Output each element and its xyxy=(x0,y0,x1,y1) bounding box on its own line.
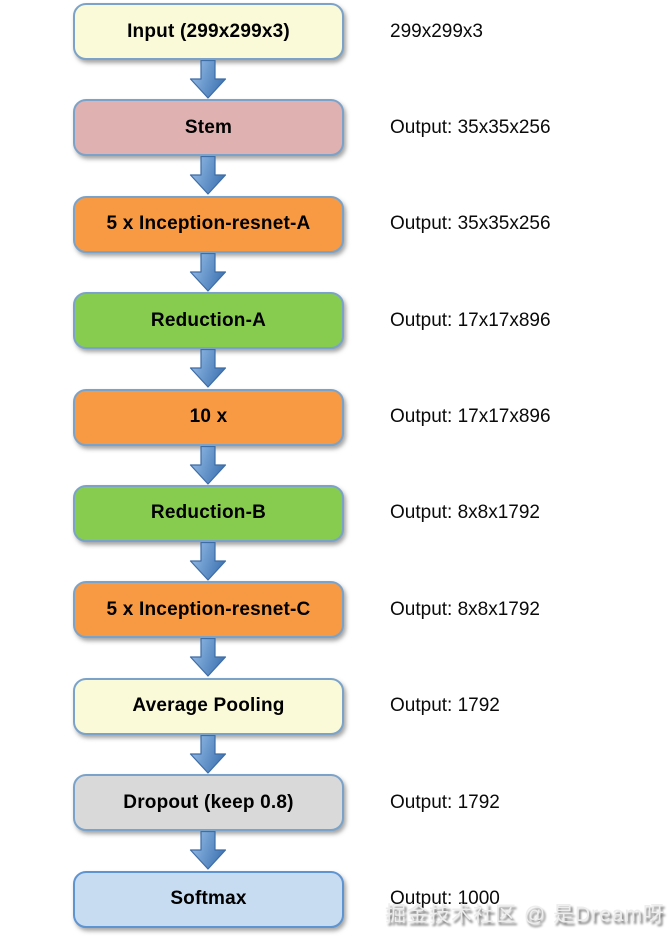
down-arrow-icon xyxy=(189,252,227,292)
flow-stage: 5 x Inception-resnet-A Output: 35x35x256 xyxy=(0,195,670,292)
down-arrow-icon xyxy=(189,60,227,99)
flow-row: Reduction-A Output: 17x17x896 xyxy=(0,292,670,350)
arrow-gap xyxy=(0,349,670,388)
down-arrow-icon xyxy=(189,156,227,195)
flow-stage: Softmax Output: 1000 xyxy=(0,870,670,928)
flow-node-box: Dropout (keep 0.8) xyxy=(73,774,344,832)
flow-row: Stem Output: 35x35x256 xyxy=(0,99,670,157)
flow-node-box: Reduction-B xyxy=(73,484,344,542)
flow-stage: Reduction-B Output: 8x8x1792 xyxy=(0,484,670,581)
flow-node-label: 10 x xyxy=(189,406,228,428)
output-dimension-label: Output: 8x8x1792 xyxy=(390,502,540,524)
arrow-gap xyxy=(0,156,670,195)
output-dimension-label: Output: 1792 xyxy=(390,791,500,813)
flow-stage: Input (299x299x3) 299x299x3 xyxy=(0,3,670,99)
flow-node-label: Softmax xyxy=(170,888,247,910)
flow-node-label: Input (299x299x3) xyxy=(127,20,290,42)
flow-stage: 5 x Inception-resnet-C Output: 8x8x1792 xyxy=(0,581,670,677)
watermark-text: 掘金技术社区 @ 是Dream呀 xyxy=(385,903,665,926)
arrow-gap xyxy=(0,60,670,99)
flow-stage: 10 x Output: 17x17x896 xyxy=(0,388,670,485)
flow-node-label: 5 x Inception-resnet-C xyxy=(106,598,311,620)
arrow-gap xyxy=(0,445,670,485)
flow-node-box: 5 x Inception-resnet-C xyxy=(73,581,344,639)
flowchart-diagram: Input (299x299x3) 299x299x3 Stem Output:… xyxy=(0,3,670,928)
output-dimension-label: Output: 35x35x256 xyxy=(390,116,551,138)
flow-row: Softmax Output: 1000 xyxy=(0,870,670,928)
flow-node-label: Stem xyxy=(184,116,233,138)
flow-row: Reduction-B Output: 8x8x1792 xyxy=(0,484,670,542)
arrow-gap xyxy=(0,831,670,870)
flow-node-box: 10 x xyxy=(73,388,344,446)
flow-row: Dropout (keep 0.8) Output: 1792 xyxy=(0,774,670,832)
flow-row: 10 x Output: 17x17x896 xyxy=(0,388,670,446)
output-dimension-label: Output: 17x17x896 xyxy=(390,309,551,331)
flow-stage: Average Pooling Output: 1792 xyxy=(0,677,670,774)
output-dimension-label: Output: 17x17x896 xyxy=(390,406,551,428)
flow-node-box: Average Pooling xyxy=(73,677,344,735)
down-arrow-icon xyxy=(189,638,227,677)
output-dimension-label: Output: 8x8x1792 xyxy=(390,598,540,620)
flow-stage: Stem Output: 35x35x256 xyxy=(0,99,670,195)
down-arrow-icon xyxy=(189,541,227,581)
arrow-gap xyxy=(0,638,670,677)
flow-node-box: Stem xyxy=(73,99,344,157)
flow-node-box: Input (299x299x3) xyxy=(73,3,344,60)
down-arrow-icon xyxy=(189,831,227,870)
flow-node-label: Reduction-A xyxy=(150,309,267,331)
down-arrow-icon xyxy=(189,349,227,388)
flow-node-box: Reduction-A xyxy=(73,292,344,350)
output-dimension-label: Output: 35x35x256 xyxy=(390,213,551,235)
down-arrow-icon xyxy=(189,734,227,774)
arrow-gap xyxy=(0,734,670,774)
flow-node-box: Softmax xyxy=(73,870,344,928)
flow-row: 5 x Inception-resnet-A Output: 35x35x256 xyxy=(0,195,670,253)
flow-node-label: 5 x Inception-resnet-A xyxy=(106,213,311,235)
output-dimension-label: 299x299x3 xyxy=(390,20,483,42)
flow-node-label: Reduction-B xyxy=(150,502,267,524)
flow-node-label: Average Pooling xyxy=(132,695,285,717)
output-dimension-label: Output: 1792 xyxy=(390,695,500,717)
flow-node-label: Dropout (keep 0.8) xyxy=(123,791,294,813)
down-arrow-icon xyxy=(189,445,227,485)
flow-row: Average Pooling Output: 1792 xyxy=(0,677,670,735)
flow-node-box: 5 x Inception-resnet-A xyxy=(73,195,344,253)
output-dimension-label: Output: 1000 xyxy=(390,888,500,910)
flow-stage: Reduction-A Output: 17x17x896 xyxy=(0,292,670,388)
flow-row: 5 x Inception-resnet-C Output: 8x8x1792 xyxy=(0,581,670,639)
flow-stage: Dropout (keep 0.8) Output: 1792 xyxy=(0,774,670,870)
arrow-gap xyxy=(0,541,670,581)
flow-row: Input (299x299x3) 299x299x3 xyxy=(0,3,670,60)
arrow-gap xyxy=(0,252,670,292)
